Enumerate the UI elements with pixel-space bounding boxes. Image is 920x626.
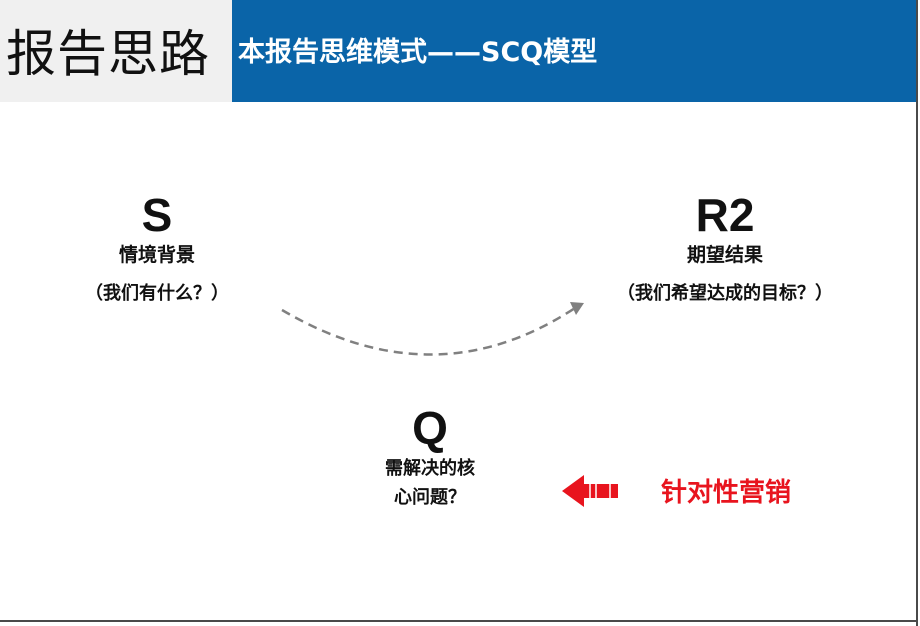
- situation-letter: S: [141, 189, 173, 241]
- result-label: 期望结果: [686, 244, 763, 266]
- question-label-line2: 心问题？: [394, 487, 466, 508]
- dashed-curve-arrow: [281, 302, 584, 356]
- question-letter: Q: [412, 402, 448, 454]
- page-title: 报告思路: [6, 25, 210, 83]
- situation-node: S 情境背景 （我们有什么？）: [52, 192, 262, 305]
- header-subtitle-bar: 本报告思维模式——SCQ模型: [232, 0, 916, 102]
- situation-question: （我们有什么？）: [85, 283, 229, 304]
- question-label-line1: 需解决的核: [385, 458, 475, 479]
- left-arrow-icon: [562, 475, 618, 507]
- result-letter: R2: [695, 189, 755, 241]
- dashed-curve: [281, 306, 576, 356]
- question-node: Q 需解决的核 心问题？: [355, 405, 505, 509]
- page-subtitle: 本报告思维模式——SCQ模型: [238, 37, 598, 68]
- result-node: R2 期望结果 （我们希望达成的目标？）: [590, 192, 860, 305]
- bottom-border: [0, 620, 918, 622]
- curve-arrowhead-icon: [570, 302, 584, 315]
- result-question: （我们希望达成的目标？）: [617, 283, 833, 304]
- targeted-marketing-label: 针对性营销: [661, 478, 792, 508]
- header-title-panel: 报告思路: [0, 0, 232, 102]
- situation-label: 情境背景: [118, 244, 195, 266]
- right-border: [916, 0, 918, 626]
